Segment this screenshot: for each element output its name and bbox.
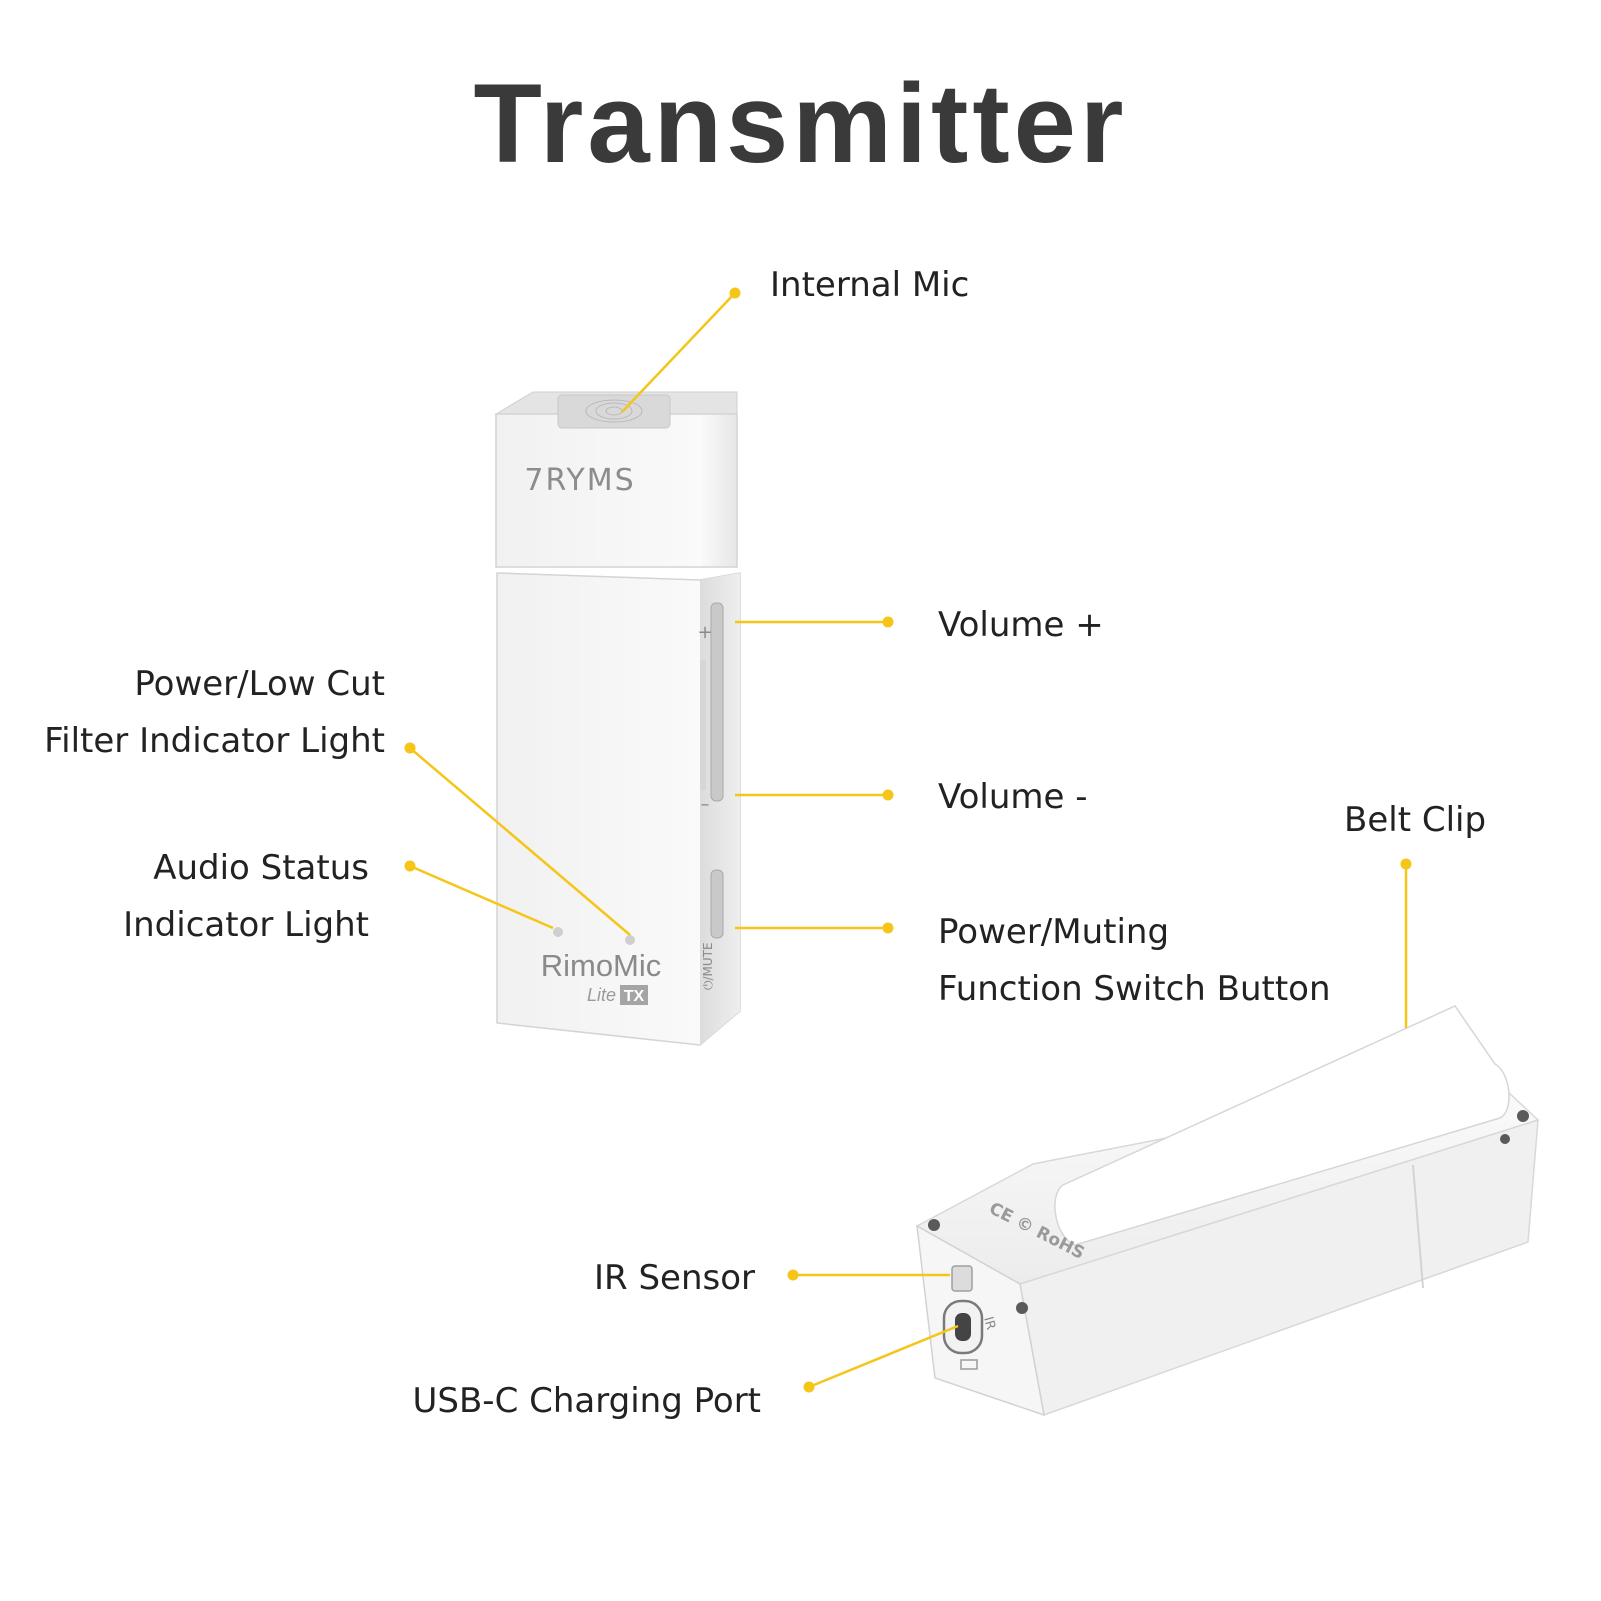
power-lowcut-light <box>625 935 635 945</box>
leader-dot-volume-plus <box>882 616 894 628</box>
page-title: Transmitter <box>473 61 1128 186</box>
label-ir-sensor: IR Sensor <box>593 1258 755 1298</box>
mic-grille-rings <box>585 399 643 423</box>
ir-mark: IR <box>980 1315 998 1331</box>
model-name: RimoMic <box>541 948 662 983</box>
leader-dot-ir-sensor <box>787 1269 799 1281</box>
usb-c-port-inner <box>955 1313 971 1341</box>
label-volume-minus: Volume - <box>938 777 1088 817</box>
transmitter-back: CE © RoHS IR <box>915 1005 1540 1417</box>
transmitter-front: 7RYMS RimoMic Lite TX + – ⏻/MUTE <box>494 391 741 1046</box>
leader-dot-audio-status <box>404 860 416 872</box>
model-badge-bg <box>620 985 648 1005</box>
label-power-lowcut-line2: Filter Indicator Light <box>44 721 385 761</box>
cap-seam <box>1412 1164 1424 1289</box>
label-audio-status-line1: Audio Status <box>153 848 369 888</box>
callout-leaders <box>404 287 1412 1393</box>
mute-mark: ⏻/MUTE <box>701 942 715 990</box>
leader-dot-usb-c <box>803 1381 815 1393</box>
power-mute-button[interactable] <box>710 869 724 939</box>
label-internal-mic: Internal Mic <box>770 265 970 305</box>
mic-grille <box>557 394 671 429</box>
label-power-muting-line1: Power/Muting <box>938 912 1170 952</box>
model-sub: Lite <box>587 985 616 1005</box>
label-usb-c: USB-C Charging Port <box>412 1381 761 1421</box>
volume-wedge <box>700 660 706 790</box>
label-power-muting-line2: Function Switch Button <box>938 969 1331 1009</box>
leader-usb-c <box>808 1324 959 1389</box>
label-power-lowcut-line1: Power/Low Cut <box>134 664 385 704</box>
volume-rocker[interactable] <box>710 602 724 802</box>
label-volume-plus: Volume + <box>938 605 1104 645</box>
leader-audio-status <box>409 864 554 930</box>
leader-dot-belt-clip <box>1400 858 1412 870</box>
ir-sensor-window <box>951 1265 973 1292</box>
leader-dot-volume-minus <box>882 789 894 801</box>
leader-power-lowcut <box>409 747 631 936</box>
battery-icon <box>960 1359 978 1370</box>
audio-status-light <box>553 927 563 937</box>
brand-logo: 7RYMS <box>524 463 635 498</box>
leader-dot-power-lowcut <box>404 742 416 754</box>
device-side-panel <box>700 573 740 1045</box>
device-upper-body <box>495 413 738 568</box>
volume-minus-mark: – <box>701 794 710 815</box>
model-badge: TX <box>624 988 645 1005</box>
screws <box>928 1110 1529 1314</box>
label-audio-status-line2: Indicator Light <box>123 905 369 945</box>
leader-dot-power-muting <box>882 922 894 934</box>
leader-internal-mic <box>621 292 736 413</box>
belt-clip[interactable] <box>1054 1005 1510 1246</box>
volume-plus-mark: + <box>697 622 712 643</box>
label-belt-clip: Belt Clip <box>1344 800 1487 840</box>
leader-dot-internal-mic <box>729 287 741 299</box>
